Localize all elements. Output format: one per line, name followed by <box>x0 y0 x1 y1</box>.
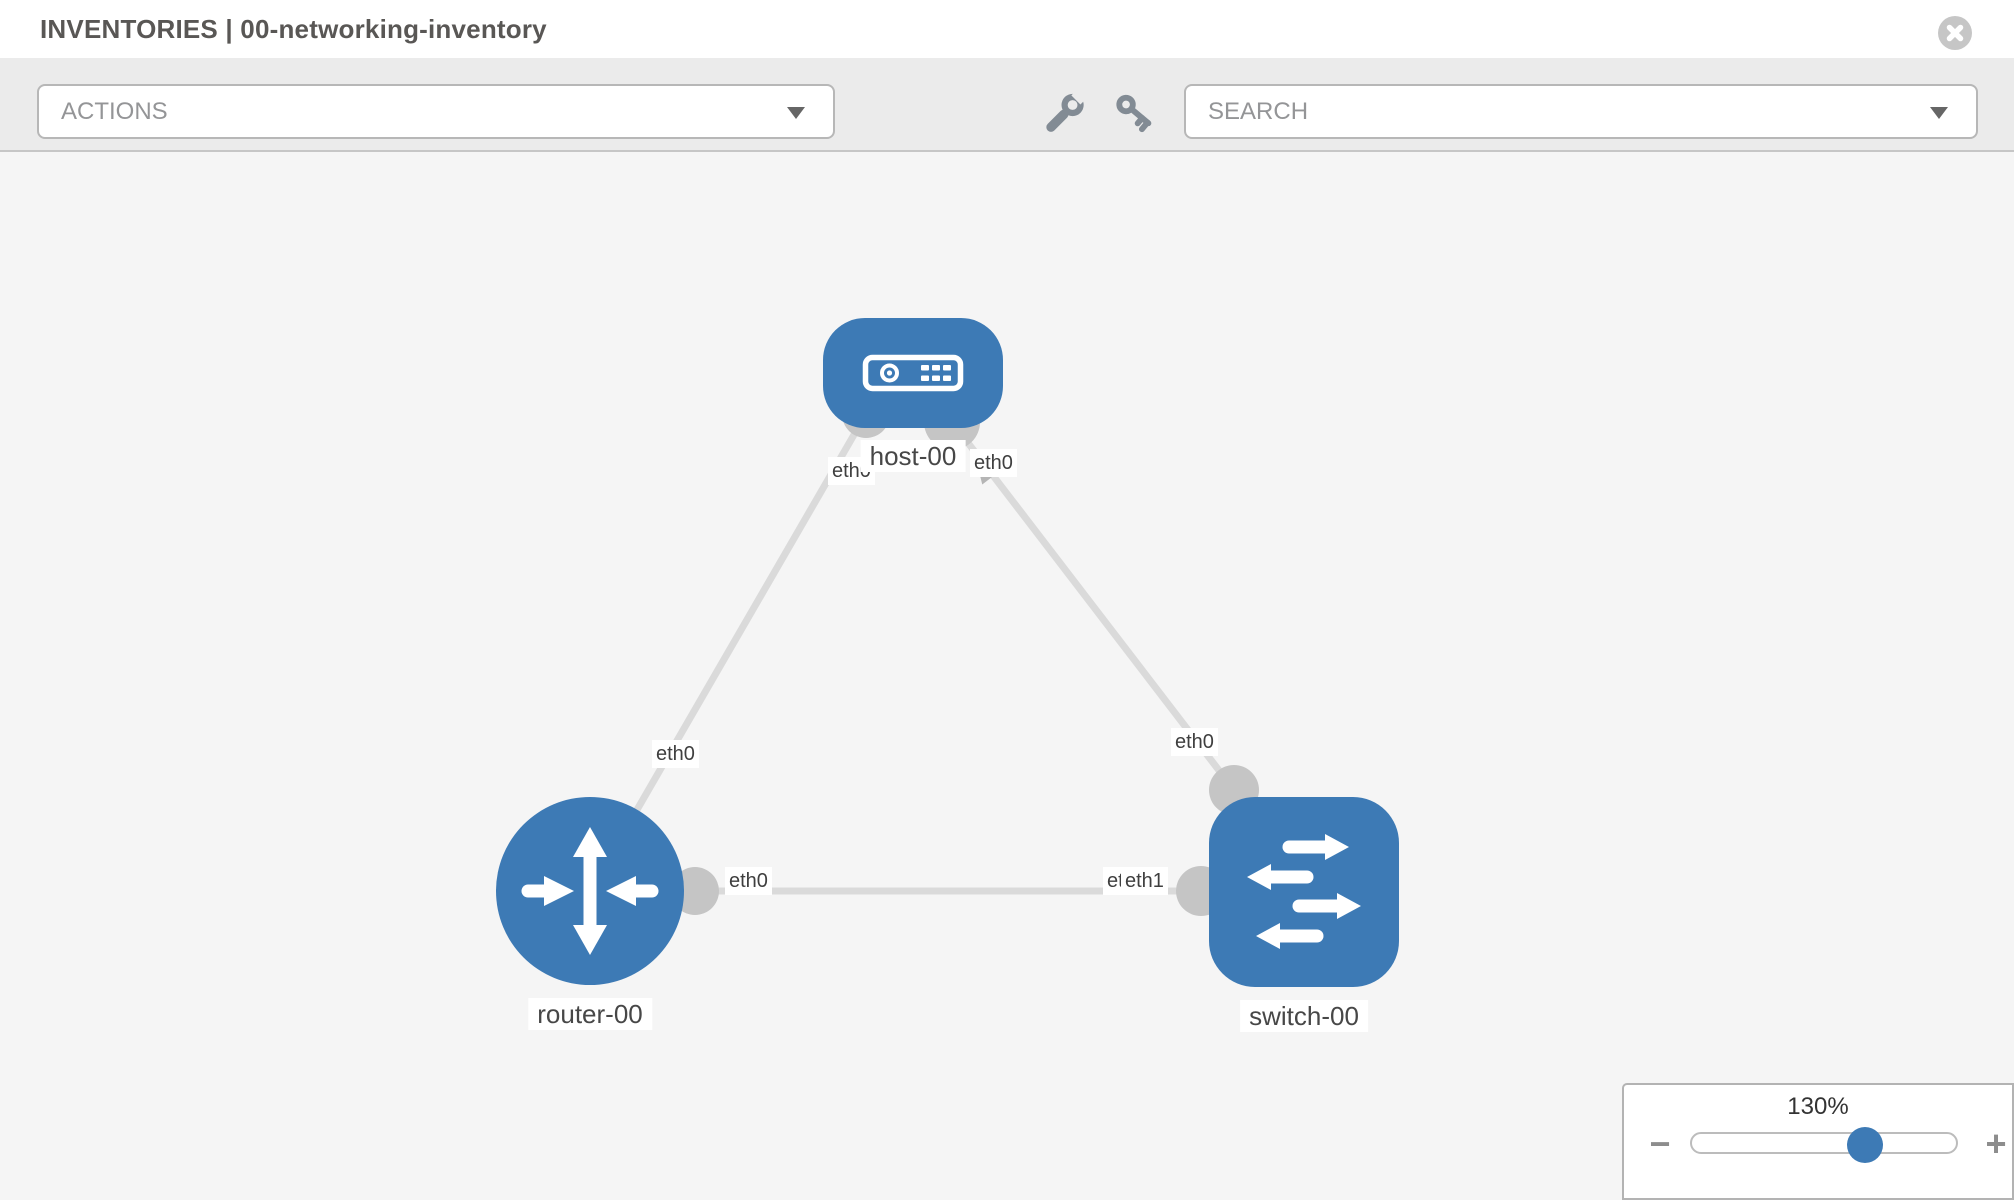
actions-dropdown-label: ACTIONS <box>61 98 168 125</box>
search-dropdown-label: SEARCH <box>1208 98 1309 125</box>
page-title: INVENTORIES | 00-networking-inventory <box>40 14 547 44</box>
key-button[interactable] <box>1114 91 1156 133</box>
caret-down-icon <box>787 106 805 119</box>
zoom-slider-track[interactable] <box>1690 1132 1958 1154</box>
wrench-icon <box>1046 88 1088 132</box>
zoom-slider-thumb[interactable] <box>1847 1127 1883 1163</box>
switch-icon <box>1247 834 1361 949</box>
actions-dropdown[interactable]: ACTIONS <box>37 84 835 139</box>
node-router-00[interactable] <box>496 797 684 985</box>
close-button[interactable] <box>1938 16 1972 50</box>
zoom-out-button[interactable]: − <box>1649 1123 1671 1164</box>
header: INVENTORIES | 00-networking-inventory <box>0 0 2014 58</box>
wrench-button[interactable] <box>1044 88 1088 133</box>
topology-svg <box>496 318 1399 987</box>
toolbar: ACTIONS SEARCH <box>0 58 2014 152</box>
link-host-00-switch-00[interactable] <box>949 419 1237 793</box>
host-icon <box>862 354 964 392</box>
search-dropdown[interactable]: SEARCH <box>1184 84 1978 139</box>
node-switch-00[interactable] <box>1209 797 1399 987</box>
key-icon <box>1116 94 1152 133</box>
zoom-panel: 130% − + <box>1622 1083 2014 1200</box>
node-host-00[interactable] <box>823 318 1003 428</box>
caret-down-icon <box>1930 106 1948 119</box>
close-icon <box>1946 24 1964 42</box>
router-icon <box>521 827 659 955</box>
zoom-in-button[interactable]: + <box>1985 1123 2007 1164</box>
zoom-value: 130% <box>1787 1093 1849 1120</box>
